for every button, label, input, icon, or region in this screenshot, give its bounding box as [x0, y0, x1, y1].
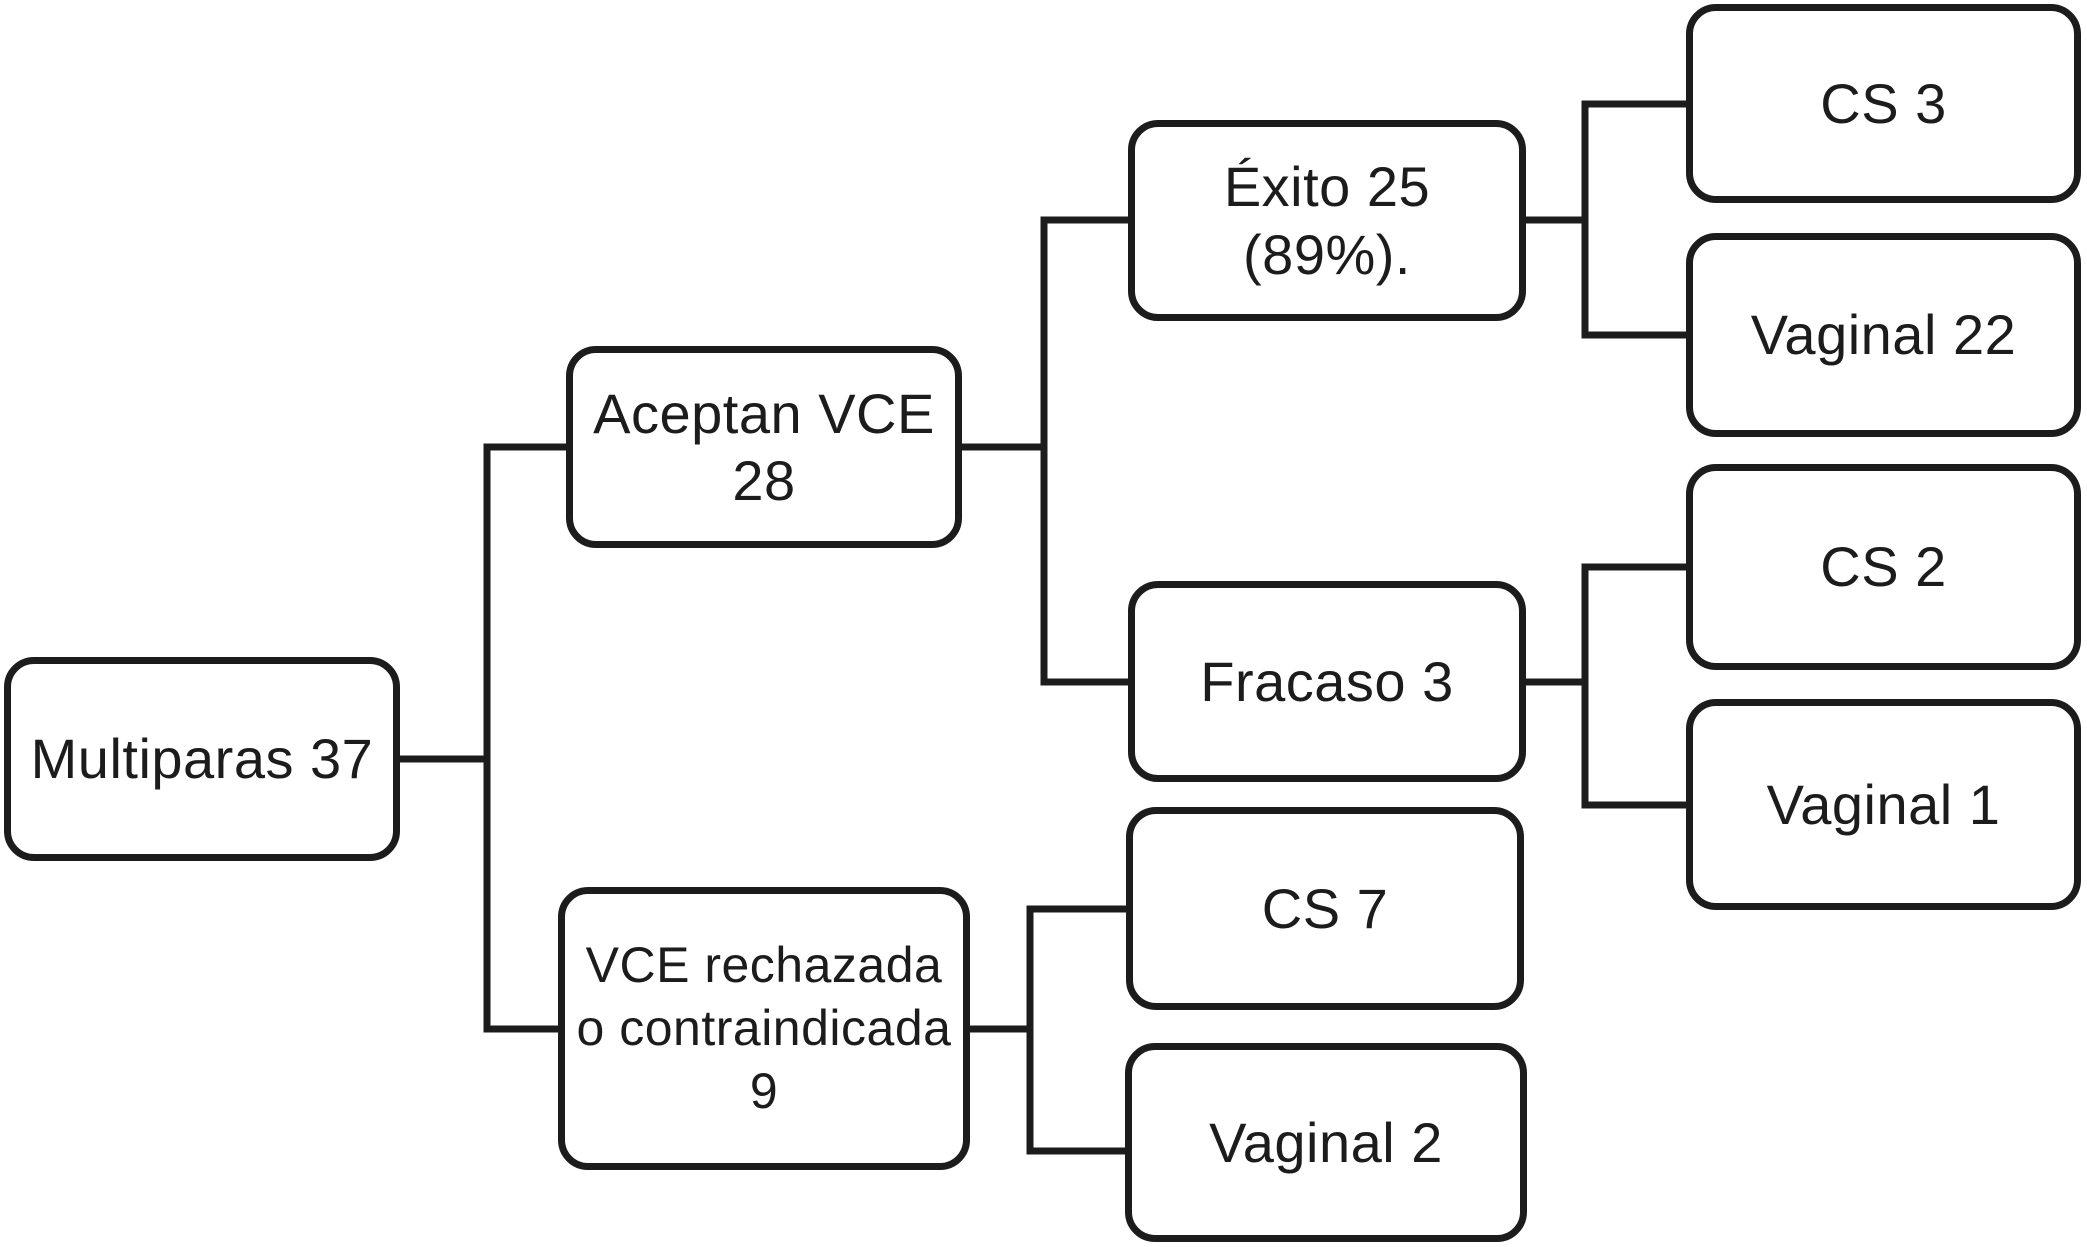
node-label: Aceptan VCE: [593, 381, 935, 445]
node-label: Vaginal 1: [1766, 772, 2001, 836]
node-cs7: CS 7: [1126, 807, 1524, 1010]
connector-vce-rechazada-branch: [960, 905, 1137, 1155]
node-label: 28: [732, 449, 796, 512]
node-vaginal1: Vaginal 1: [1686, 699, 2081, 910]
connector-exito-branch: [1519, 100, 1697, 339]
node-cs2: CS 2: [1686, 464, 2081, 670]
node-label: CS 2: [1820, 535, 1947, 599]
node-label: VCE rechazada: [585, 937, 943, 993]
node-label: CS 3: [1820, 71, 1947, 135]
connector-multiparas-branch: [393, 443, 577, 1033]
node-label: Vaginal 22: [1750, 303, 2017, 367]
node-vaginal22: Vaginal 22: [1686, 233, 2081, 437]
node-label: (89%).: [1243, 222, 1411, 286]
node-label: o contraindicada: [576, 1000, 952, 1056]
node-label: CS 7: [1261, 876, 1389, 940]
node-multiparas: Multiparas 37: [4, 657, 400, 861]
connector-aceptan-vce-branch: [955, 216, 1139, 686]
node-aceptan-vce: Aceptan VCE 28: [566, 346, 962, 548]
node-label: Multiparas 37: [30, 727, 374, 791]
node-label: 9: [749, 1063, 779, 1119]
node-vaginal2: Vaginal 2: [1125, 1043, 1527, 1242]
connector-fracaso-branch: [1519, 563, 1697, 809]
node-label: Vaginal 2: [1209, 1110, 1443, 1174]
node-vce-rechazada: VCE rechazada o contraindicada 9: [558, 887, 970, 1170]
node-exito: Éxito 25 (89%).: [1128, 120, 1526, 321]
node-label: Éxito 25: [1223, 155, 1431, 219]
node-cs3: CS 3: [1686, 4, 2081, 203]
node-fracaso: Fracaso 3: [1128, 581, 1526, 782]
node-label: Fracaso 3: [1200, 649, 1454, 713]
